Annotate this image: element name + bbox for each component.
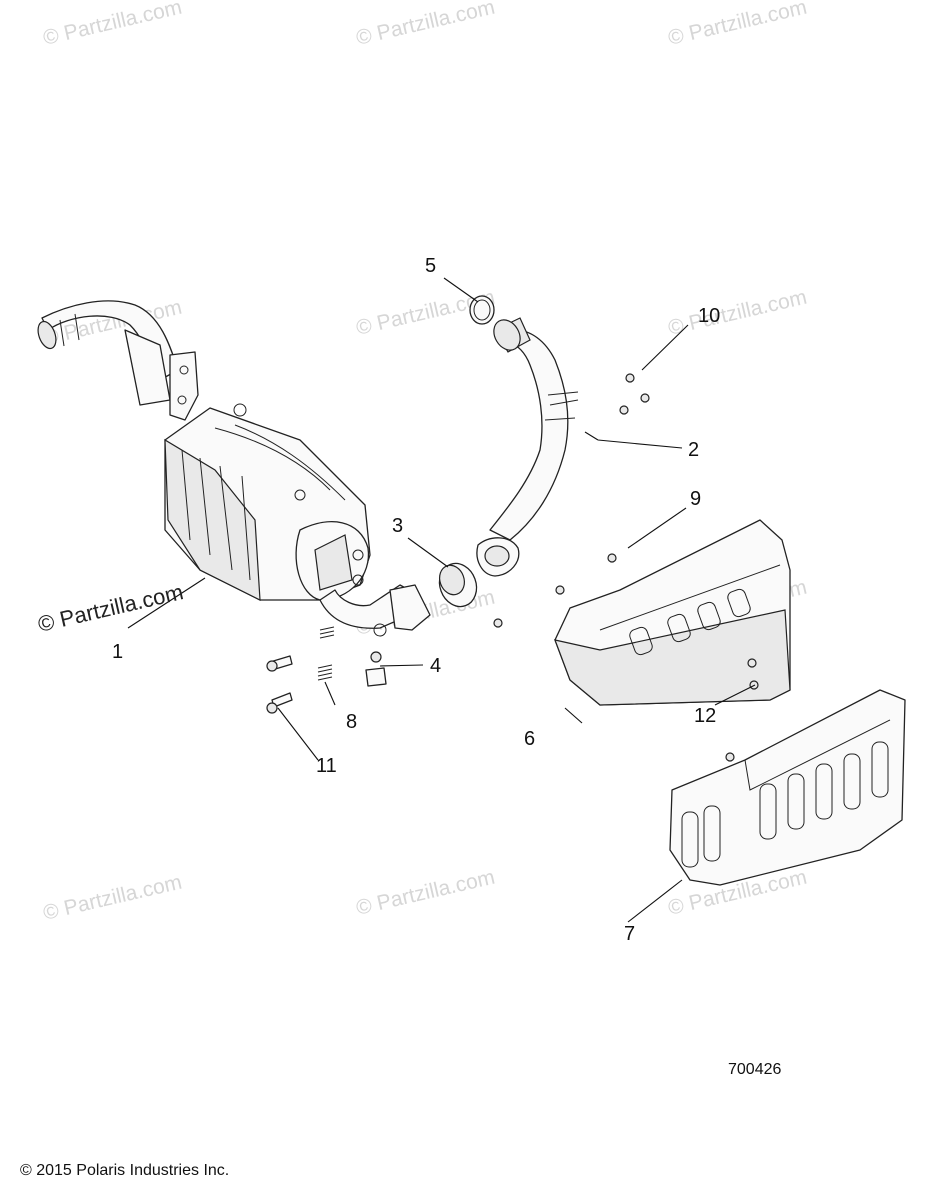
fasteners <box>266 373 759 762</box>
callout-11: 11 <box>316 755 337 777</box>
callout-10: 10 <box>698 305 720 327</box>
part-2-head-pipe <box>476 317 579 577</box>
watermark: © Partzilla.com <box>41 0 184 50</box>
part-5-gasket <box>469 295 495 325</box>
watermark: © Partzilla.com <box>354 866 497 920</box>
callout-5: 5 <box>425 255 436 277</box>
callout-4: 4 <box>430 655 441 677</box>
watermark: © Partzilla.com <box>666 286 809 340</box>
watermark-prominent: © Partzilla.com <box>36 579 186 637</box>
callout-12: 12 <box>694 705 716 727</box>
diagram-number: 700426 <box>728 1061 781 1078</box>
part-3-seal <box>438 562 478 608</box>
part-8-spring <box>317 626 335 681</box>
copyright: © 2015 Polaris Industries Inc. <box>20 1162 229 1179</box>
watermark: © Partzilla.com <box>354 0 497 50</box>
callout-1: 1 <box>112 641 123 663</box>
callout-3: 3 <box>392 515 403 537</box>
watermark: © Partzilla.com <box>666 0 809 50</box>
callout-9: 9 <box>690 488 701 510</box>
part-1-muffler <box>37 300 431 637</box>
watermark: © Partzilla.com <box>41 871 184 925</box>
callout-6: 6 <box>524 728 535 750</box>
part-4-grommet <box>365 651 387 687</box>
part-6-heat-shield <box>554 519 791 706</box>
callout-7: 7 <box>624 923 635 945</box>
callout-8: 8 <box>346 711 357 733</box>
leader-lines <box>127 277 756 923</box>
callout-2: 2 <box>688 439 699 461</box>
part-7-heat-shield <box>669 689 906 886</box>
